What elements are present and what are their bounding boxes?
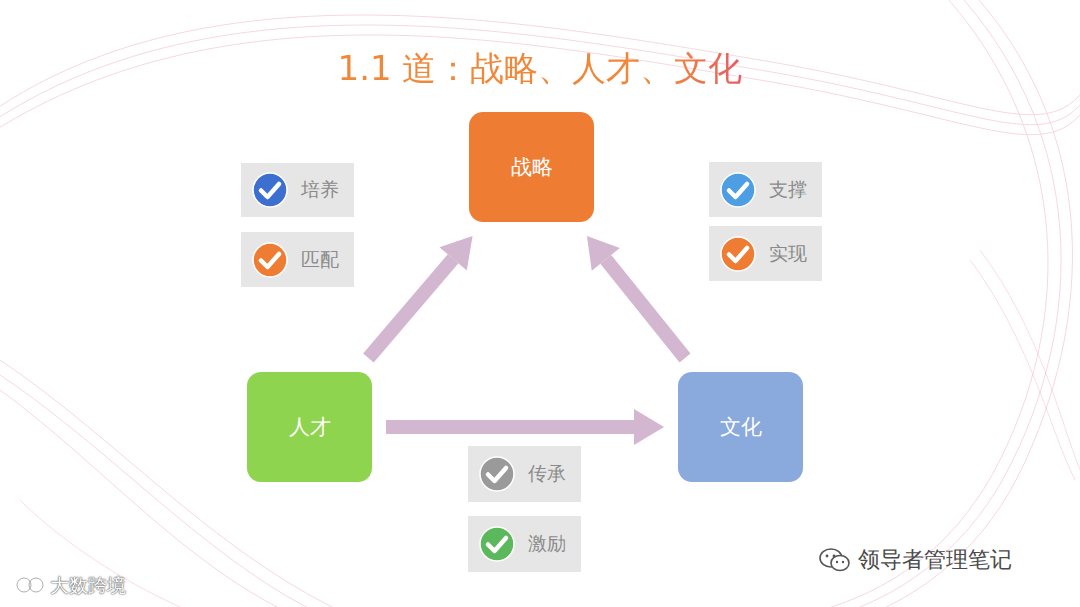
watermark: 大数跨境 xyxy=(50,573,126,599)
arrow-connector xyxy=(587,236,685,358)
concept-box: 战略 xyxy=(469,112,594,222)
tag-label: 传承 xyxy=(528,461,566,487)
check-tag: 支撑 xyxy=(709,162,822,217)
tag-label: 支撑 xyxy=(769,177,807,203)
logo-icon xyxy=(16,574,46,596)
title-text: 1.1 道：战略、人才、文化 xyxy=(338,46,743,92)
watermark: 领导者管理笔记 xyxy=(858,545,1012,575)
check-icon xyxy=(252,172,288,208)
concept-box: 文化 xyxy=(678,372,803,482)
arrow-connector xyxy=(368,236,472,358)
tag-label: 匹配 xyxy=(301,247,339,273)
check-icon xyxy=(720,172,756,208)
slide-title: 1.1 道：战略、人才、文化 xyxy=(0,46,1080,92)
tag-label: 培养 xyxy=(301,177,339,203)
check-tag: 匹配 xyxy=(241,232,354,287)
check-icon xyxy=(720,236,756,272)
box-label: 文化 xyxy=(710,413,772,441)
box-label: 战略 xyxy=(501,153,563,181)
check-icon xyxy=(252,242,288,278)
check-icon xyxy=(479,526,515,562)
concept-box: 人才 xyxy=(247,372,372,482)
box-label: 人才 xyxy=(279,413,341,441)
tag-label: 实现 xyxy=(769,241,807,267)
check-tag: 激励 xyxy=(468,516,581,572)
check-tag: 培养 xyxy=(241,163,354,217)
check-icon xyxy=(479,456,515,492)
check-tag: 传承 xyxy=(468,446,581,502)
wechat-icon xyxy=(818,546,852,574)
arrow-connector xyxy=(386,409,664,445)
check-tag: 实现 xyxy=(709,226,822,281)
tag-label: 激励 xyxy=(528,531,566,557)
